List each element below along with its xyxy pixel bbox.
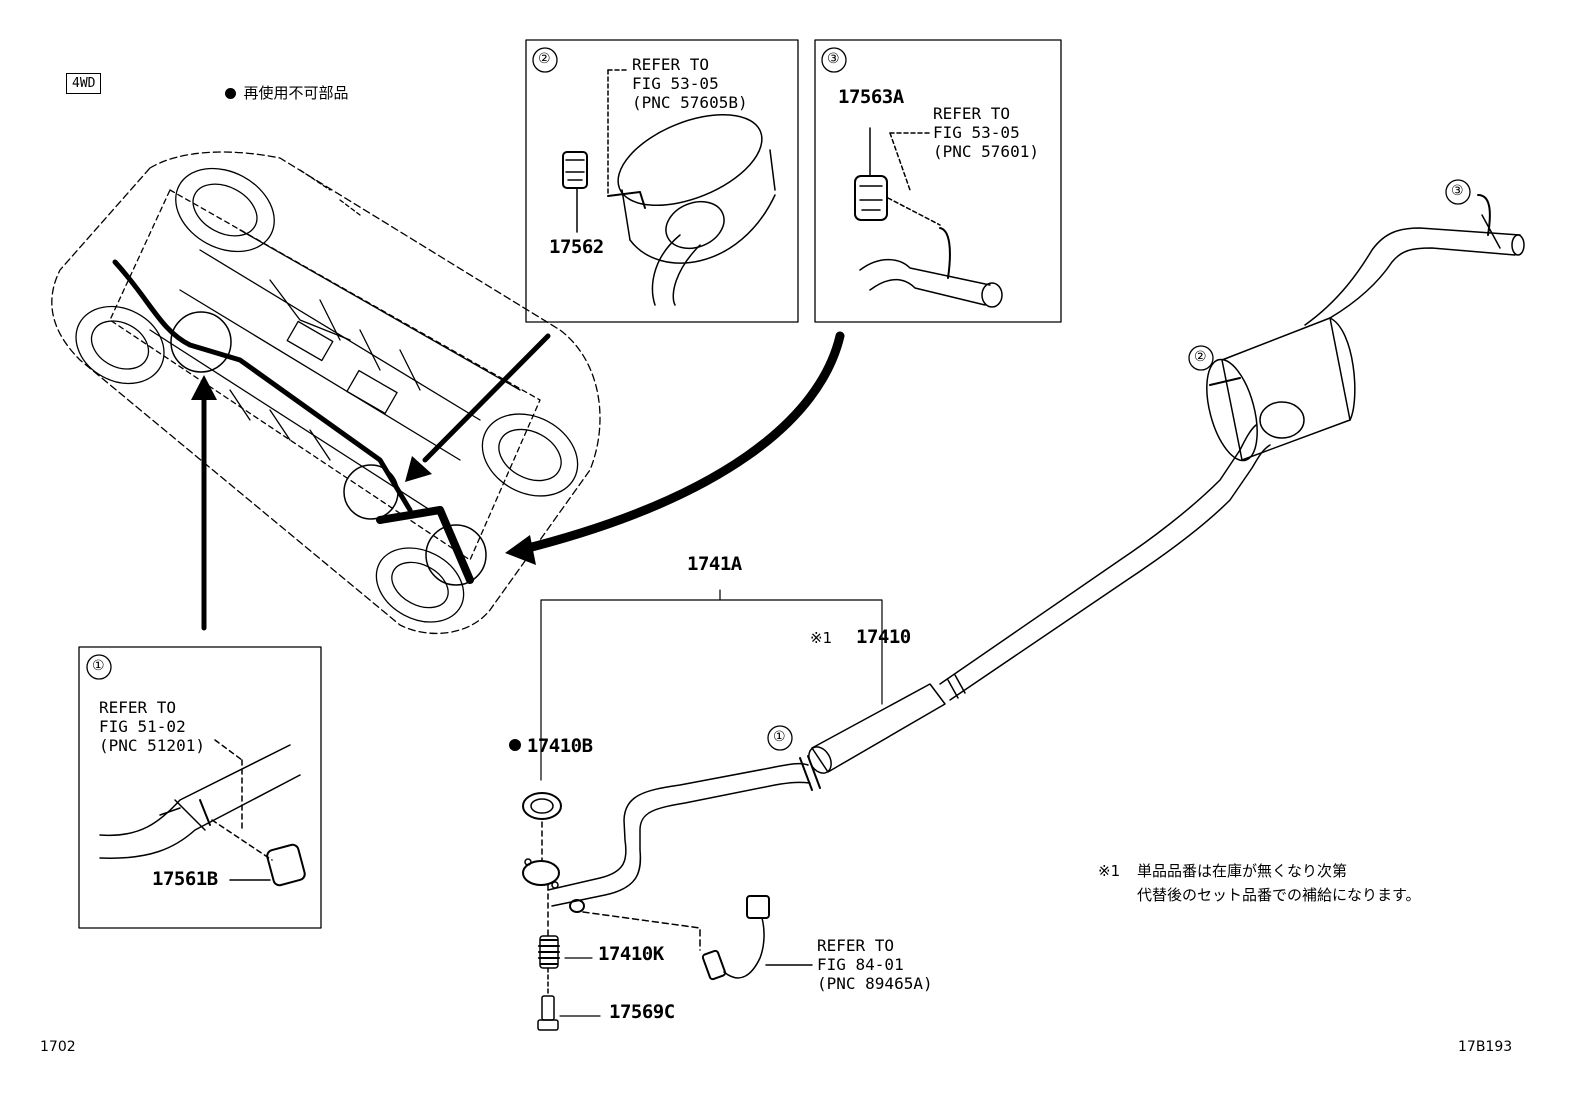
- footnote-line2: 代替後のセット品番での補給になります。: [1137, 886, 1421, 904]
- inset3-number: ③: [827, 51, 840, 67]
- exhaust-pipe-assembly: [522, 194, 1525, 1031]
- part-17410B-label: 17410B: [526, 735, 593, 757]
- part-17562: 17562: [549, 236, 604, 258]
- part-17410: 17410: [856, 626, 911, 648]
- part-17410K: 17410K: [598, 943, 664, 965]
- inset-box-1: [78, 646, 322, 929]
- part-17569C: 17569C: [609, 1001, 675, 1023]
- inset1-frontpipe: [99, 739, 306, 887]
- leader-lines: [540, 589, 883, 1017]
- inset1-refer: REFER TO FIG 51-02 (PNC 51201): [99, 698, 205, 755]
- part-17561B: 17561B: [152, 868, 218, 890]
- drive-badge: 4WD: [66, 73, 102, 94]
- inset-box-3: [814, 39, 1062, 323]
- non-reusable-note: 再使用不可部品: [215, 71, 349, 101]
- inset2-number: ②: [538, 51, 551, 67]
- callout-2: ②: [1194, 349, 1207, 365]
- part-17563A: 17563A: [838, 86, 904, 108]
- inset3-refer: REFER TO FIG 53-05 (PNC 57601): [933, 104, 1039, 161]
- part-1741A: 1741A: [687, 553, 742, 575]
- inset2-refer: REFER TO FIG 53-05 (PNC 57605B): [632, 55, 748, 112]
- sensor-refer: REFER TO FIG 84-01 (PNC 89465A): [817, 936, 933, 993]
- part-17410B: 17410B: [487, 718, 593, 756]
- callout-circles: [86, 47, 1471, 751]
- callout-1: ①: [773, 729, 786, 745]
- bullet-dot-gasket: [508, 739, 521, 751]
- inset1-number: ①: [92, 658, 105, 674]
- non-reusable-label: 再使用不可部品: [243, 84, 349, 102]
- inset2-muffler: [562, 69, 776, 306]
- pipe-mark: ※1: [810, 629, 833, 647]
- footnote-line1: 単品品番は在庫が無くなり次第: [1137, 862, 1348, 880]
- footer-left-code: 1702: [40, 1039, 76, 1055]
- pointer-arrows: [191, 331, 845, 631]
- bullet-dot: [224, 88, 236, 99]
- vehicle-underbody: [51, 151, 601, 635]
- inset-box-2: [525, 39, 799, 323]
- footer-right-code: 17B193: [1458, 1039, 1513, 1055]
- inset3-tailpipe: [854, 127, 1003, 308]
- callout-3: ③: [1451, 183, 1464, 199]
- footnote-mark: ※1: [1098, 862, 1121, 880]
